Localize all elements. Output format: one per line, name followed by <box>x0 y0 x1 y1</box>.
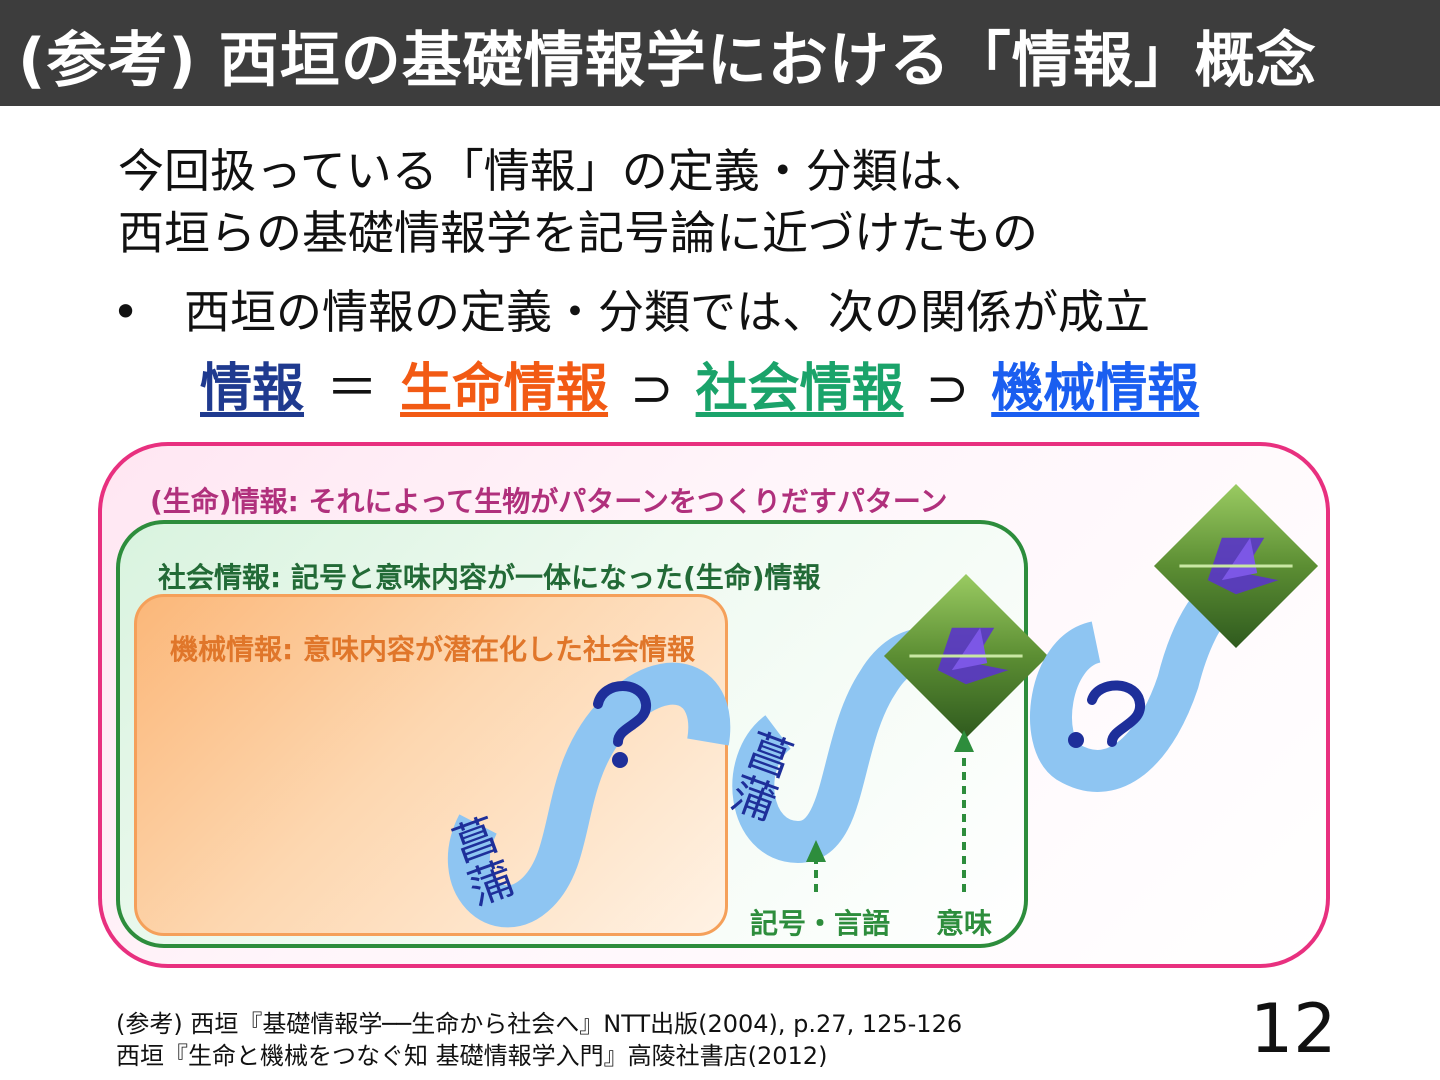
life-information-label: (生命)情報: それによって生物がパターンをつくりだすパターン <box>150 485 948 518</box>
superset-operator: ⊃ <box>630 359 674 419</box>
arrow-up-icon <box>806 840 826 862</box>
superset-operator: ⊃ <box>925 359 970 419</box>
term-machine-information[interactable]: 機械情報 <box>991 359 1200 419</box>
info-hierarchy-equation: 情報 ＝ 生命情報 ⊃ 社会情報 ⊃ 機械情報 <box>200 346 1199 421</box>
meaning-label: 意味 <box>936 907 993 940</box>
question-mark-icon <box>593 681 651 747</box>
iris-flower-icon <box>883 573 1049 739</box>
term-social-information[interactable]: 社会情報 <box>695 359 904 419</box>
term-information[interactable]: 情報 <box>200 359 305 419</box>
intro-line-2: 西垣らの基礎情報学を記号論に近づけたもの <box>118 206 1038 260</box>
title-bar: (参考) 西垣の基礎情報学における「情報」概念 <box>0 0 1440 106</box>
question-mark-icon <box>612 752 628 768</box>
information-diagram: 菖蒲 菖蒲 (生命)情報: それによって生物がパターンをつく <box>98 442 1334 972</box>
arrow-up-icon <box>954 730 974 752</box>
equals-operator: ＝ <box>326 359 379 419</box>
bullet-item: • 西垣の情報の定義・分類では、次の関係が成立 <box>112 276 1150 342</box>
intro-text: 今回扱っている「情報」の定義・分類は、 西垣らの基礎情報学を記号論に近づけたもの <box>118 140 1038 264</box>
page-number: 12 <box>1250 990 1337 1069</box>
question-mark-icon <box>1068 732 1084 748</box>
machine-information-box <box>134 594 728 936</box>
sign-language-label: 記号・言語 <box>750 907 891 940</box>
reference-line-1: (参考) 西垣『基礎情報学──生命から社会へ』NTT出版(2004), p.27… <box>116 1010 963 1038</box>
reference-line-2: 西垣『生命と機械をつなぐ知 基礎情報学入門』高陵社書店(2012) <box>116 1042 828 1070</box>
bullet-icon: • <box>112 285 140 339</box>
intro-line-1: 今回扱っている「情報」の定義・分類は、 <box>118 144 990 198</box>
page-title: (参考) 西垣の基礎情報学における「情報」概念 <box>18 26 1317 96</box>
question-mark-icon <box>1087 680 1145 747</box>
s-curve-icon <box>447 662 731 928</box>
machine-information-label: 機械情報: 意味内容が潜在化した社会情報 <box>170 633 695 666</box>
diagram-artwork: 菖蒲 菖蒲 <box>446 483 1319 928</box>
reference-footnote: (参考) 西垣『基礎情報学──生命から社会へ』NTT出版(2004), p.27… <box>116 1008 962 1072</box>
term-life-information[interactable]: 生命情報 <box>400 359 609 419</box>
social-information-label: 社会情報: 記号と意味内容が一体になった(生命)情報 <box>158 561 821 594</box>
bullet-text: 西垣の情報の定義・分類では、次の関係が成立 <box>184 285 1150 339</box>
